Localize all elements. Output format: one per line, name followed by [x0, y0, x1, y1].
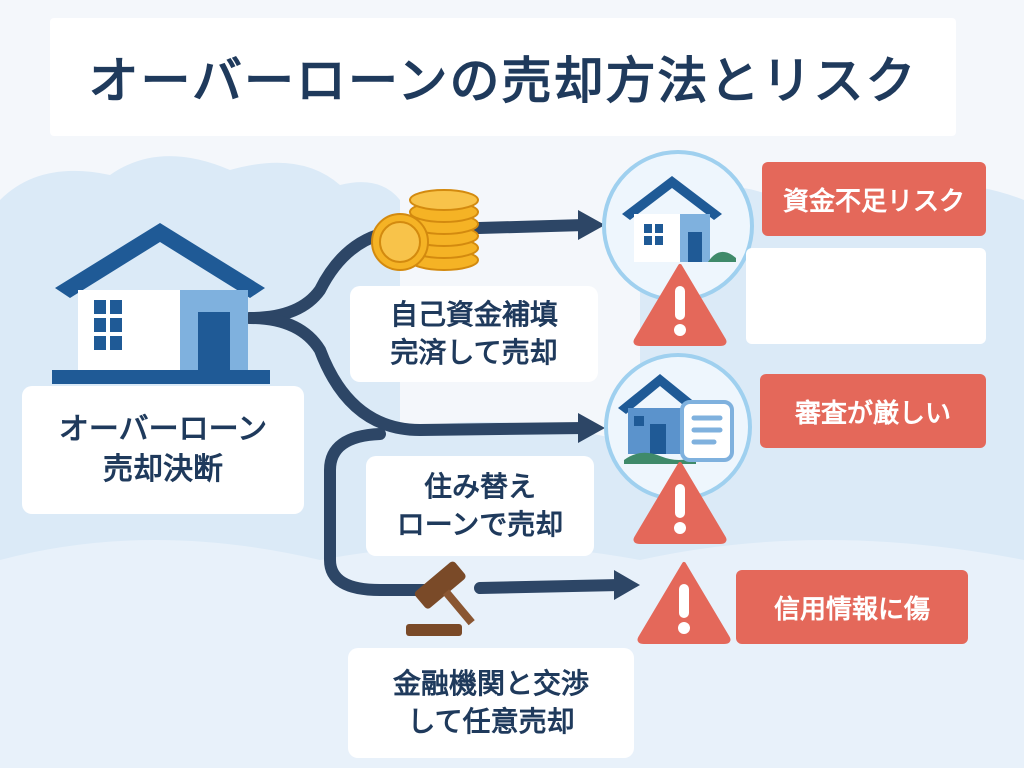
risk-tag-1: 資金不足リスク [762, 162, 986, 236]
risk-tag-3: 信用情報に傷 [736, 570, 968, 644]
risk-blank-panel [746, 248, 986, 344]
warning-icon [633, 264, 727, 346]
warning-icon [637, 562, 731, 644]
risk-tag-2: 審査が厳しい [760, 374, 986, 448]
arrow-to-method-3b [474, 579, 626, 594]
method-3-label: 金融機関と交渉 して任意売却 [348, 648, 634, 758]
arrowhead-1 [578, 210, 605, 240]
page-title: オーバーローンの売却方法とリスク [88, 52, 918, 110]
result-house-document-icon [604, 353, 752, 501]
coins-icon [371, 189, 479, 271]
title-panel: オーバーローンの売却方法とリスク [50, 18, 956, 136]
method-1-line1: 自己資金補填 [389, 298, 558, 332]
method-2-label: 住み替え ローンで売却 [366, 456, 594, 556]
gavel-icon [406, 561, 475, 636]
arrow-to-method-3 [324, 428, 431, 596]
arrowhead-2 [578, 413, 605, 443]
house-icon [52, 223, 270, 384]
document-icon [680, 400, 734, 462]
start-label-line1: オーバーローン [58, 411, 268, 447]
start-label: オーバーローン 売却決断 [22, 386, 304, 514]
method-2-line1: 住み替え [423, 470, 536, 504]
method-2-line2: ローンで売却 [396, 508, 564, 541]
method-3-line2: して任意売却 [407, 705, 575, 738]
result-house-icon [602, 150, 754, 302]
method-1-label: 自己資金補填 完済して売却 [350, 286, 598, 382]
method-3-line1: 金融機関と交渉 [392, 667, 589, 701]
arrowhead-3 [614, 570, 640, 600]
method-1-line2: 完済して売却 [390, 336, 558, 369]
start-label-line2: 売却決断 [103, 452, 223, 487]
warning-icon [633, 462, 727, 544]
arrow-to-method-2 [244, 312, 591, 436]
